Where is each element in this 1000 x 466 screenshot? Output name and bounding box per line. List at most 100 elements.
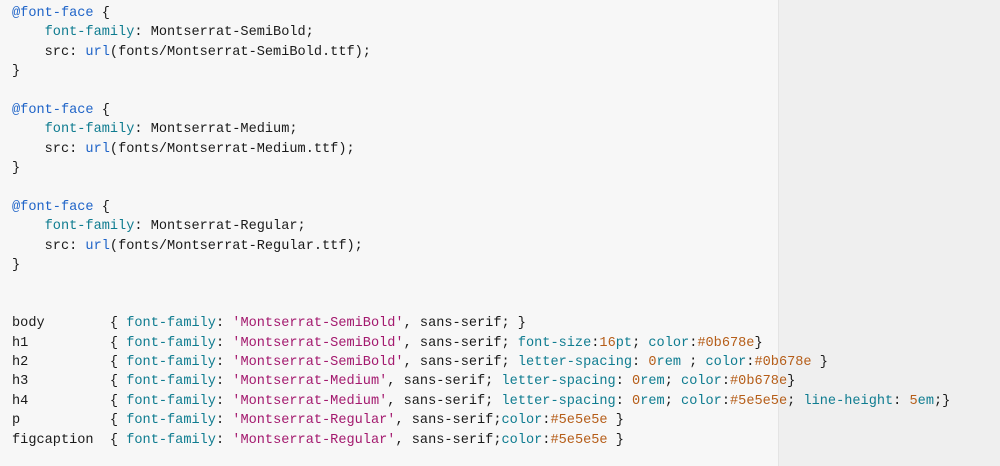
code-token: h2 { [12, 355, 127, 371]
code-token: font-family [44, 25, 135, 41]
code-token: : [215, 355, 233, 371]
code-token: ;} [934, 393, 951, 409]
code-token: : [615, 393, 633, 409]
code-token: font-family [126, 355, 216, 371]
code-token: url [85, 141, 110, 157]
code-token: letter-spacing [517, 355, 633, 371]
code-token: ; [664, 374, 682, 390]
code-token: : [893, 393, 910, 409]
code-token: : Montserrat-Regular; [134, 219, 306, 235]
code-token: color [705, 355, 747, 371]
code-token: color [501, 432, 543, 448]
code-token: : [215, 335, 233, 351]
code-token: 'Montserrat-SemiBold' [232, 335, 404, 351]
code-token: font-family [44, 122, 135, 138]
code-token: color [681, 374, 722, 390]
code-token: body { [12, 316, 127, 332]
code-token: } [607, 413, 624, 429]
code-token: #0b678e [754, 355, 812, 371]
code-token: , sans-serif; } [403, 316, 526, 332]
code-token: 'Montserrat-Medium' [232, 374, 388, 390]
code-token: src: [12, 141, 86, 157]
code-token: 5 [909, 393, 918, 409]
code-line: body { font-family: 'Montserrat-SemiBold… [12, 314, 950, 333]
code-line: @font-face { [12, 4, 950, 23]
code-token: url [85, 44, 110, 60]
code-token: : [615, 374, 633, 390]
code-token: } [12, 64, 21, 80]
code-token: color [681, 393, 722, 409]
code-token: font-family [126, 432, 216, 448]
code-token: rem [640, 393, 665, 409]
code-token: } [12, 161, 21, 177]
code-token [12, 25, 45, 40]
code-token: @font-face [12, 199, 94, 215]
code-token: : [632, 355, 649, 371]
code-line: } [12, 256, 950, 275]
code-token: rem [656, 355, 682, 371]
css-code-block[interactable]: @font-face { font-family: Montserrat-Sem… [12, 4, 950, 450]
code-token: color [501, 413, 543, 429]
code-token: ; [664, 393, 682, 409]
code-token: 'Montserrat-SemiBold' [232, 316, 404, 332]
code-token: : [721, 393, 730, 409]
code-line: @font-face { [12, 101, 950, 120]
code-token: letter-spacing [501, 374, 616, 390]
code-token: h4 { [12, 393, 127, 409]
code-line: src: url(fonts/Montserrat-Regular.ttf); [12, 237, 950, 256]
code-token: 'Montserrat-Regular' [232, 413, 396, 429]
code-line [12, 179, 950, 198]
code-token: } [754, 335, 763, 351]
code-token: 0 [648, 355, 657, 371]
code-token: , sans-serif; [403, 335, 518, 351]
code-token: : [591, 335, 600, 351]
code-token: , sans-serif; [387, 393, 502, 409]
code-token: : [542, 432, 551, 448]
code-line: h4 { font-family: 'Montserrat-Medium', s… [12, 392, 950, 411]
code-token: , sans-serif; [403, 355, 518, 371]
code-line: @font-face { [12, 198, 950, 217]
code-line [12, 295, 950, 314]
code-token: h3 { [12, 374, 127, 390]
code-token: src: [12, 44, 86, 60]
code-token: : [215, 432, 233, 448]
code-token: letter-spacing [501, 393, 616, 409]
code-token: { [93, 6, 110, 21]
code-line: h2 { font-family: 'Montserrat-SemiBold',… [12, 353, 950, 372]
code-token: , sans-serif; [387, 374, 502, 390]
code-token: font-family [126, 374, 216, 390]
code-token [12, 219, 45, 234]
editor-side-gutter [778, 0, 1000, 466]
code-token: , sans-serif; [395, 432, 502, 448]
code-token: #5e5e5e [730, 393, 788, 409]
code-line: } [12, 159, 950, 178]
code-token: font-family [126, 413, 216, 429]
code-token: : [542, 413, 551, 429]
code-line: p { font-family: 'Montserrat-Regular', s… [12, 411, 950, 430]
code-token: ; [787, 393, 804, 409]
code-token: (fonts/Montserrat-SemiBold.ttf); [109, 44, 371, 60]
code-token: : [215, 413, 233, 429]
code-line [12, 275, 950, 294]
code-line: h3 { font-family: 'Montserrat-Medium', s… [12, 372, 950, 391]
code-token: , sans-serif; [395, 413, 502, 429]
code-token: : [215, 374, 233, 390]
code-token: @font-face [12, 6, 94, 21]
code-token: 'Montserrat-Medium' [232, 393, 388, 409]
code-token: color [648, 335, 690, 351]
code-token: : [215, 316, 233, 332]
code-token: : [215, 393, 233, 409]
code-line: h1 { font-family: 'Montserrat-SemiBold',… [12, 334, 950, 353]
code-token: h1 { [12, 335, 127, 351]
code-token: font-family [126, 335, 216, 351]
code-line: font-family: Montserrat-Medium; [12, 120, 950, 139]
code-token: rem [640, 374, 665, 390]
code-token: 0 [632, 393, 641, 409]
code-token: } [787, 374, 796, 390]
code-token: #5e5e5e [550, 432, 608, 448]
code-token: ; [632, 335, 649, 351]
code-token: (fonts/Montserrat-Regular.ttf); [109, 238, 363, 254]
code-token [12, 122, 45, 137]
code-token: { [93, 102, 110, 118]
